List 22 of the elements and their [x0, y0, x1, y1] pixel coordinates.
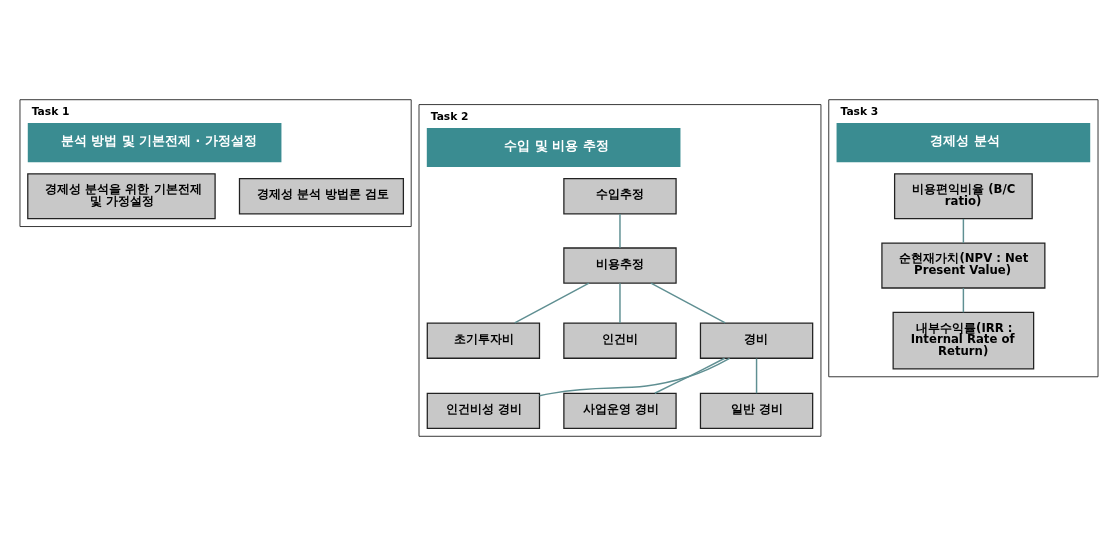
- connector: [619, 282, 621, 324]
- connector: [962, 218, 965, 244]
- node-box: 경제성 분석을 위한 기본전제 및 가정설정: [27, 173, 216, 220]
- connector: [962, 287, 965, 314]
- node-box: 비용추정: [563, 247, 677, 284]
- node-box: 경제성 분석 방법론 검토: [238, 178, 405, 215]
- node-box: 인건비: [563, 322, 677, 359]
- connector: [755, 357, 758, 394]
- node-box: 경비: [699, 322, 814, 359]
- node-box: 내부수익률(IRR : Internal Rate of Return): [892, 311, 1035, 370]
- node-box: 사업운영 경비: [563, 392, 677, 430]
- node-box: 일반 경비: [699, 392, 814, 430]
- connector: [619, 213, 621, 249]
- node-box: 초기투자비: [426, 322, 541, 359]
- connector: [654, 357, 726, 394]
- connector: [538, 357, 731, 397]
- node-box: 순현재가치(NPV : Net Present Value): [881, 242, 1046, 289]
- connector: [514, 282, 590, 324]
- node-box: 인건비성 경비: [426, 392, 541, 430]
- node-box: 수입추정: [563, 178, 677, 215]
- node-box: 비용편익비율 (B/C ratio): [893, 173, 1033, 220]
- connector: [650, 282, 726, 324]
